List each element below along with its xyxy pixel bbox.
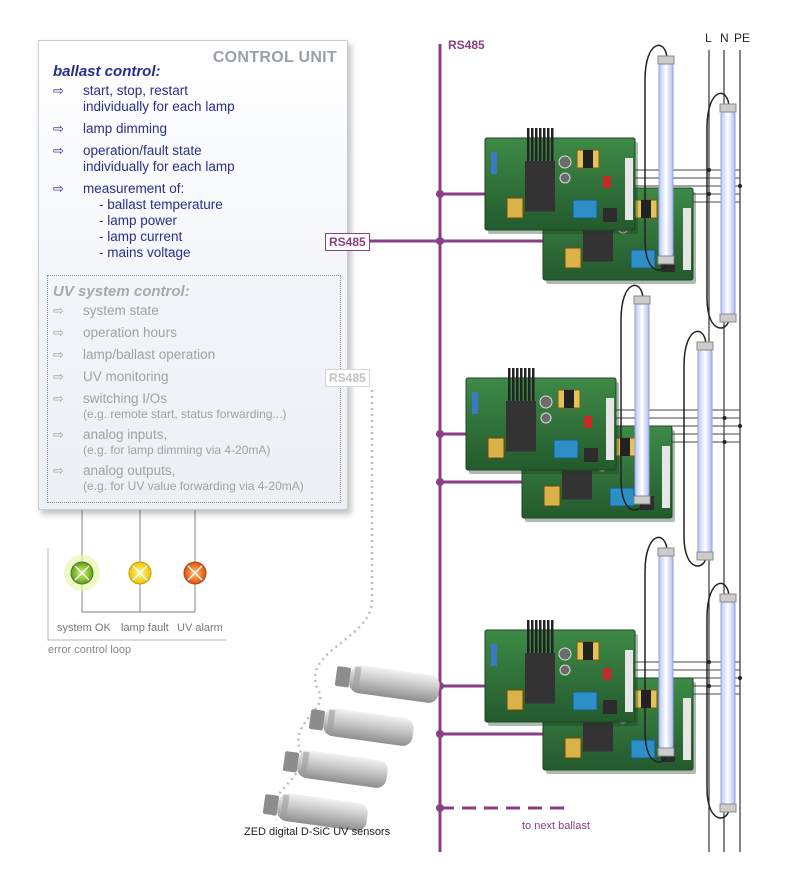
uv-system-box (47, 275, 341, 503)
arrow-right-icon: ⇨ (53, 181, 64, 196)
uv-system-list: ⇨system state ⇨operation hours ⇨lamp/bal… (53, 303, 343, 499)
arrow-right-icon: ⇨ (53, 143, 64, 158)
system-ok-label: system OK (57, 622, 111, 634)
arrow-right-icon: ⇨ (53, 121, 64, 136)
list-item: ⇨analog inputs,(e.g. for lamp dimming vi… (53, 427, 271, 457)
line-n-label: N (720, 31, 729, 45)
line-pe-label: PE (734, 31, 751, 45)
ballast-groups (465, 44, 742, 819)
arrow-right-icon: ⇨ (53, 303, 64, 318)
ballast-group (484, 536, 742, 819)
error-loop-wiring (81, 510, 196, 613)
list-item: ⇨system state (53, 303, 159, 318)
uv-sensor (334, 665, 440, 703)
rs485-top-label: RS485 (448, 38, 485, 52)
rs485-box-label: RS485 (325, 233, 370, 251)
uv-sensor (308, 708, 414, 746)
ballast-control-title: ballast control: (53, 63, 161, 80)
led-system-ok (64, 555, 100, 591)
arrow-right-icon: ⇨ (53, 369, 64, 384)
uv-system-title: UV system control: (53, 283, 190, 300)
next-ballast-label: to next ballast (522, 820, 590, 832)
sensor-cable (272, 390, 374, 821)
lamp-fault-label: lamp fault (121, 622, 169, 634)
arrow-right-icon: ⇨ (53, 463, 64, 478)
rs485-bus (348, 44, 570, 852)
ballast-group (484, 44, 742, 329)
error-loop-label: error control loop (48, 644, 132, 656)
rs485-sensor-label: RS485 (325, 369, 370, 387)
uv-alarm-label: UV alarm (177, 622, 223, 634)
control-unit-title: CONTROL UNIT (212, 49, 337, 66)
led-lamp-fault (128, 561, 152, 585)
ballast-group (465, 284, 742, 567)
arrow-right-icon: ⇨ (53, 325, 64, 340)
uv-sensors (262, 665, 440, 831)
list-item: ⇨UV monitoring (53, 369, 169, 384)
arrow-right-icon: ⇨ (53, 347, 64, 362)
arrow-right-icon: ⇨ (53, 83, 64, 98)
list-item: ⇨operation hours (53, 325, 177, 340)
list-item: ⇨analog outputs,(e.g. for UV value forwa… (53, 463, 304, 493)
arrow-right-icon: ⇨ (53, 427, 64, 442)
uv-sensor (282, 750, 388, 788)
uv-sensor (262, 793, 368, 831)
list-item: ⇨lamp/ballast operation (53, 347, 216, 362)
control-unit-panel: CONTROL UNIT ballast control: ⇨start, st… (38, 40, 348, 510)
error-loop-bracket (47, 548, 226, 641)
led-uv-alarm (183, 561, 207, 585)
list-item: ⇨measurement of: - ballast temperature -… (53, 181, 223, 260)
list-item: ⇨lamp dimming (53, 121, 168, 136)
list-item: ⇨switching I/Os(e.g. remote start, statu… (53, 391, 287, 421)
sensors-label: ZED digital D-SiC UV sensors (244, 826, 391, 838)
line-l-label: L (705, 31, 712, 45)
arrow-right-icon: ⇨ (53, 391, 64, 406)
